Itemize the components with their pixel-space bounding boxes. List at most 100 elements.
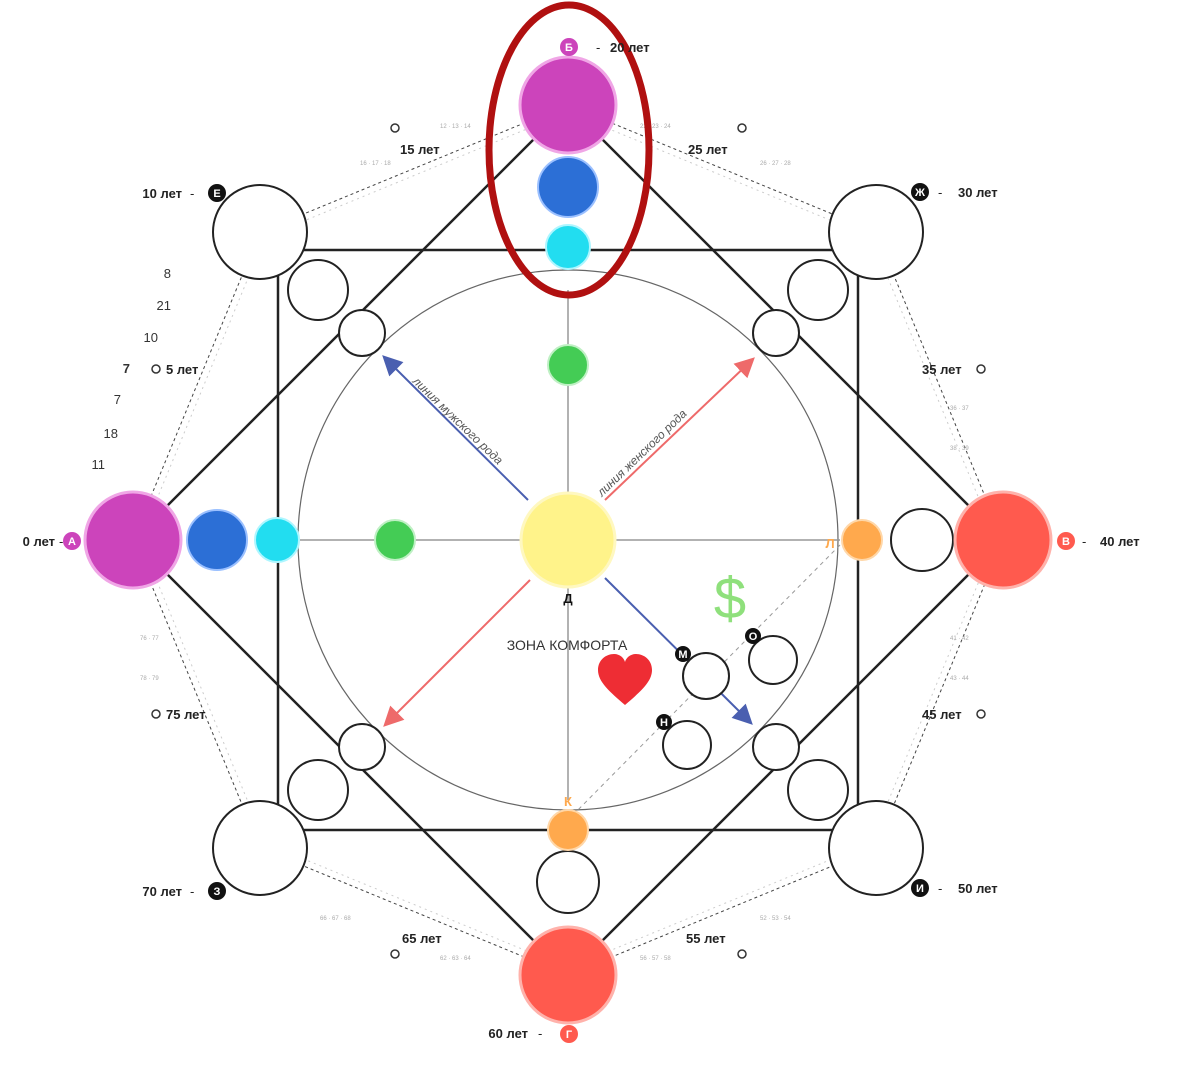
age-mark-75: 75 лет	[166, 707, 206, 722]
svg-text:З: З	[214, 886, 221, 898]
svg-text:М: М	[678, 649, 687, 661]
diag-circle-7	[338, 723, 386, 771]
svg-text:78 · 79: 78 · 79	[140, 676, 159, 682]
male-line-arrow	[382, 355, 529, 501]
svg-text:-: -	[59, 534, 63, 549]
svg-text:Г: Г	[566, 1029, 573, 1041]
svg-text:41 · 42: 41 · 42	[950, 636, 969, 642]
svg-text:-: -	[938, 881, 942, 896]
svg-text:В: В	[1062, 536, 1070, 548]
circle-G-red	[518, 925, 618, 1025]
corner-circle-E	[212, 184, 308, 280]
circle-B-purple	[518, 55, 618, 155]
badge-M: М	[675, 646, 691, 662]
svg-text:76 · 77: 76 · 77	[140, 636, 159, 642]
circle-K-orange	[547, 809, 589, 851]
circle-V-red	[953, 490, 1053, 590]
circle-O	[748, 635, 798, 685]
age-arrows: -- -- -- --	[59, 40, 1086, 1041]
svg-text:16 · 17 · 18: 16 · 17 · 18	[360, 161, 391, 167]
svg-text:52 · 53 · 54: 52 · 53 · 54	[760, 916, 791, 922]
svg-text:62 · 63 · 64: 62 · 63 · 64	[440, 956, 471, 962]
badge-G: Г	[560, 1025, 578, 1043]
circle-center-D	[519, 491, 617, 589]
badge-E: Е	[208, 184, 226, 202]
circle-L-orange	[841, 519, 883, 561]
dollar-icon: $	[714, 566, 746, 631]
svg-text:21: 21	[157, 298, 171, 313]
diag-circle-8	[752, 723, 800, 771]
svg-text:-: -	[190, 186, 194, 201]
female-line-arrow-lower	[383, 579, 531, 727]
svg-text:8: 8	[164, 266, 171, 281]
circle-M	[682, 652, 730, 700]
badge-A: А	[63, 532, 81, 550]
diag-circle-2	[787, 259, 849, 321]
svg-text:18: 18	[104, 426, 118, 441]
badge-O: О	[745, 628, 761, 644]
badge-Z: З	[208, 882, 226, 900]
svg-text:56 · 57 · 58: 56 · 57 · 58	[640, 956, 671, 962]
female-line-label: линия женского рода	[594, 406, 690, 500]
svg-text:-: -	[596, 40, 600, 55]
svg-text:11: 11	[92, 457, 106, 472]
svg-text:А: А	[68, 536, 76, 548]
svg-text:22 · 23 · 24: 22 · 23 · 24	[640, 124, 671, 130]
corner-circles	[212, 184, 954, 914]
age-mark-55: 55 лет	[686, 931, 726, 946]
left-numbers: 8 21 10 7 7 18 11	[92, 266, 172, 472]
svg-text:-: -	[538, 1026, 542, 1041]
svg-text:7: 7	[114, 392, 121, 407]
diag-circle-3	[287, 759, 349, 821]
highlight-ellipse	[485, 1, 653, 299]
svg-text:Ж: Ж	[914, 187, 925, 199]
badge-Zh: Ж	[911, 183, 929, 201]
corner-circle-I	[828, 800, 924, 896]
corner-circle-Z	[212, 800, 308, 896]
female-line-arrow	[604, 357, 755, 501]
tick-text-decor: 12 · 13 · 14 16 · 17 · 18 22 · 23 · 24 2…	[140, 124, 969, 962]
letter-K: К	[564, 794, 572, 809]
circle-green-top	[547, 344, 589, 386]
age-label-G: 60 лет	[488, 1026, 528, 1041]
svg-text:И: И	[916, 883, 924, 895]
badge-B: Б	[560, 38, 578, 56]
svg-text:43 · 44: 43 · 44	[950, 676, 969, 682]
comfort-zone-label: ЗОНА КОМФОРТА	[507, 637, 628, 653]
svg-text:10: 10	[144, 330, 158, 345]
age-mark-15: 15 лет	[400, 142, 440, 157]
letter-D: Д	[563, 591, 573, 606]
age-mark-5: 5 лет	[166, 362, 198, 377]
svg-text:36 · 37: 36 · 37	[950, 406, 969, 412]
heart-icon	[598, 654, 652, 705]
svg-text:О: О	[749, 631, 758, 643]
badge-I: И	[911, 879, 929, 897]
corner-circle-Zh	[828, 184, 924, 280]
right-white-circle	[890, 508, 954, 572]
badge-V: В	[1057, 532, 1075, 550]
svg-text:12 · 13 · 14: 12 · 13 · 14	[440, 124, 471, 130]
age-label-Zh: 30 лет	[958, 185, 998, 200]
svg-text:66 · 67 · 68: 66 · 67 · 68	[320, 916, 351, 922]
age-label-E: 10 лет	[142, 186, 182, 201]
age-label-I: 50 лет	[958, 881, 998, 896]
age-label-B: 20 лет	[610, 40, 650, 55]
age-marks: 5 лет 15 лет 25 лет 35 лет 45 лет 55 лет…	[151, 123, 986, 959]
circle-cyan-top	[545, 224, 591, 270]
svg-text:Е: Е	[213, 188, 220, 200]
circle-blue-left	[186, 509, 248, 571]
diag-circle-5	[338, 309, 386, 357]
age-mark-25: 25 лет	[688, 142, 728, 157]
age-mark-35: 35 лет	[922, 362, 962, 377]
age-label-Z: 70 лет	[142, 884, 182, 899]
svg-text:Н: Н	[660, 717, 668, 729]
diag-circle-4	[787, 759, 849, 821]
svg-text:7: 7	[123, 361, 130, 376]
circle-cyan-left	[254, 517, 300, 563]
diag-circle-1	[287, 259, 349, 321]
age-mark-65: 65 лет	[402, 931, 442, 946]
male-line-label: линия мужского рода	[409, 373, 506, 467]
svg-text:Б: Б	[565, 42, 573, 54]
letter-L: Л	[825, 536, 834, 551]
